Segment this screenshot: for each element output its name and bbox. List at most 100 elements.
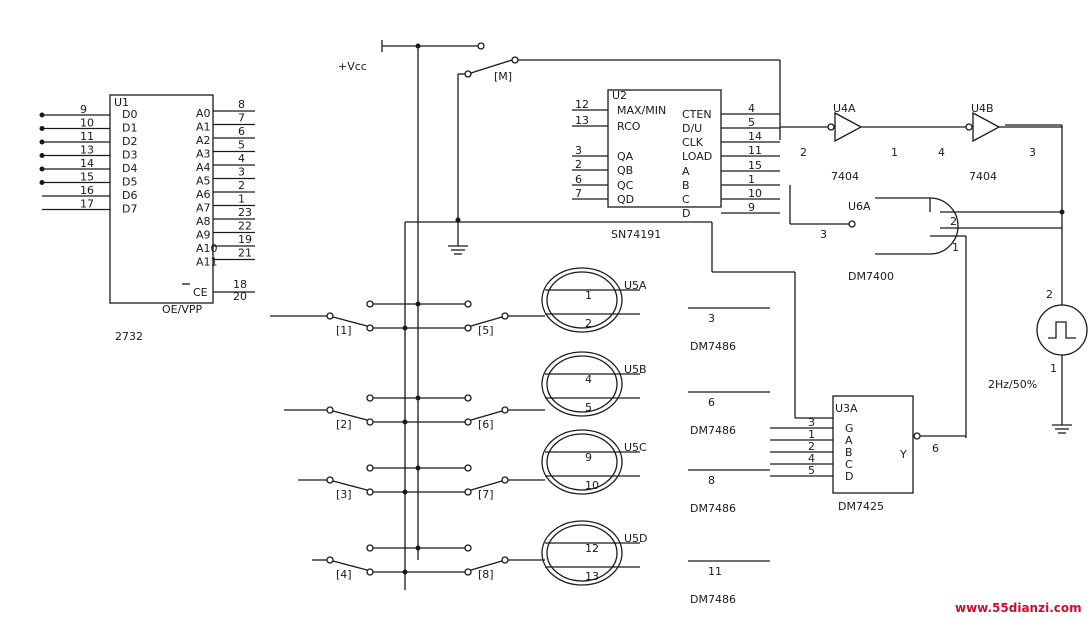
svg-text:DM7486: DM7486: [690, 424, 736, 437]
svg-text:A0: A0: [196, 107, 211, 120]
svg-text:14: 14: [748, 130, 762, 143]
nand-part: DM7400: [848, 270, 894, 283]
svg-text:CTEN: CTEN: [682, 108, 712, 121]
vcc-rail: +Vcc: [338, 40, 485, 560]
svg-text:6: 6: [708, 396, 715, 409]
svg-text:D5: D5: [122, 176, 137, 189]
svg-text:U4B: U4B: [971, 102, 994, 115]
nand-ref: U6A: [848, 200, 871, 213]
svg-text:DM7486: DM7486: [690, 340, 736, 353]
nor-part: DM7425: [838, 500, 884, 513]
svg-text:A11: A11: [196, 256, 218, 269]
eprom-addr-pin: A35: [196, 139, 255, 161]
svg-text:U5A: U5A: [624, 279, 647, 292]
svg-text:D4: D4: [122, 162, 137, 175]
counter-left-pin: 13 RCO: [572, 114, 641, 133]
svg-text:A3: A3: [196, 148, 211, 161]
svg-text:RCO: RCO: [617, 120, 641, 133]
svg-text:[8]: [8]: [478, 568, 494, 581]
svg-text:1: 1: [238, 193, 245, 206]
svg-text:[2]: [2]: [336, 418, 352, 431]
svg-text:8: 8: [708, 474, 715, 487]
svg-text:U5B: U5B: [624, 363, 647, 376]
switch-pair: [3][7]: [298, 464, 545, 501]
eprom-ref: U1: [114, 96, 129, 109]
svg-text:21: 21: [238, 247, 252, 260]
svg-text:CLK: CLK: [682, 136, 704, 149]
wire-counter-to-nor: [405, 221, 833, 419]
svg-text:A6: A6: [196, 188, 211, 201]
eprom-data-pin: 13 D3: [39, 144, 137, 162]
svg-text:7: 7: [238, 112, 245, 125]
svg-text:13: 13: [575, 114, 589, 127]
eprom-addr-pin: A53: [196, 166, 255, 188]
svg-text:C: C: [845, 458, 853, 471]
svg-text:1: 1: [585, 289, 592, 302]
svg-text:3: 3: [808, 416, 815, 429]
eprom-addr-pin: A11 21: [196, 247, 255, 269]
svg-text:1: 1: [748, 173, 755, 186]
svg-text:3: 3: [575, 144, 582, 157]
svg-text:2: 2: [238, 179, 245, 192]
svg-text:4: 4: [938, 146, 945, 159]
svg-text:16: 16: [80, 184, 94, 197]
svg-text:QC: QC: [617, 179, 634, 192]
eprom-oe-pin: OE/VPP 20: [162, 290, 247, 316]
nand-dm7400: U6A DM7400 2 1 3: [789, 185, 1062, 438]
svg-text:D: D: [845, 470, 853, 483]
svg-text:10: 10: [748, 187, 762, 200]
svg-text:2: 2: [808, 440, 815, 453]
svg-text:A4: A4: [196, 161, 211, 174]
svg-text:3: 3: [708, 312, 715, 325]
ground-symbol: [448, 240, 468, 255]
svg-text:7404: 7404: [969, 170, 997, 183]
svg-text:4: 4: [748, 102, 755, 115]
switch-m: [M]: [455, 56, 781, 240]
counter-ref: U2: [612, 89, 627, 102]
svg-text:Y: Y: [899, 448, 907, 461]
svg-text:3: 3: [238, 166, 245, 179]
svg-text:13: 13: [80, 144, 94, 157]
svg-text:10: 10: [585, 479, 599, 492]
svg-text:9: 9: [748, 201, 755, 214]
eprom-addr-pin: A26: [196, 125, 255, 147]
svg-text:A2: A2: [196, 134, 211, 147]
svg-text:4: 4: [808, 452, 815, 465]
svg-text:5: 5: [585, 401, 592, 414]
svg-text:[3]: [3]: [336, 488, 352, 501]
svg-text:A: A: [845, 434, 853, 447]
svg-text:6: 6: [575, 173, 582, 186]
svg-text:12: 12: [585, 542, 599, 555]
svg-text:6: 6: [932, 442, 939, 455]
svg-text:MAX/MIN: MAX/MIN: [617, 104, 666, 117]
svg-text:A10: A10: [196, 242, 218, 255]
svg-text:20: 20: [233, 290, 247, 303]
svg-text:A7: A7: [196, 202, 211, 215]
svg-text:14: 14: [80, 157, 94, 170]
svg-text:18: 18: [233, 278, 247, 291]
vcc-label: +Vcc: [338, 60, 367, 73]
svg-text:D3: D3: [122, 149, 137, 162]
svg-text:8: 8: [238, 98, 245, 111]
svg-text:B: B: [682, 179, 690, 192]
svg-text:DM7486: DM7486: [690, 502, 736, 515]
svg-text:9: 9: [585, 451, 592, 464]
